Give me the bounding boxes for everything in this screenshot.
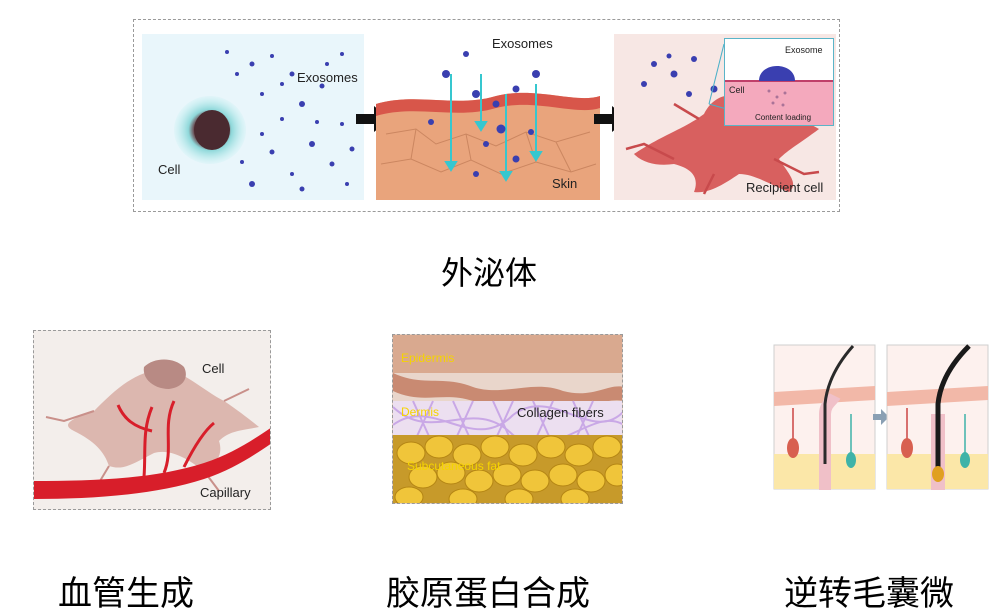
figure-collagen: Epidermis Dermis Collagen fibers Subcuta… (392, 334, 623, 504)
follicle-after-panel (886, 344, 989, 490)
label-cell-angio: Cell (202, 361, 225, 376)
figure-hair-follicle (773, 344, 989, 490)
label-recipient-cell: Recipient cell (746, 180, 824, 195)
label-collagen-fibers: Collagen fibers (517, 405, 604, 420)
label-dermis: Dermis (401, 405, 439, 419)
skin-penetration-illustration (376, 34, 600, 200)
hair-follicle-illustration (773, 344, 989, 490)
label-exosomes-2: Exosomes (492, 36, 553, 51)
cell-release-illustration (174, 50, 355, 192)
caption-angiogenesis: 血管生成 (58, 574, 194, 614)
panel-skin-penetration: Exosomes Skin (376, 34, 600, 200)
caption-exosome: 外泌体 (441, 254, 538, 292)
inset-illustration (725, 39, 833, 125)
caption-hair-follicle: 逆转毛囊微 (784, 574, 954, 614)
panel-cell-release: Exosomes Cell (142, 34, 364, 200)
inset-content-loading: Exosome Cell Content loading (724, 38, 834, 126)
collagen-illustration (393, 335, 622, 503)
inset-label-exosome: Exosome (785, 45, 823, 55)
figure-angiogenesis: Cell Capillary (33, 330, 271, 510)
label-skin: Skin (552, 176, 578, 191)
arrow-right-icon (873, 409, 889, 425)
angiogenesis-illustration (34, 359, 270, 499)
top-figure: Exosomes Cell (133, 19, 840, 212)
label-capillary: Capillary (200, 485, 251, 500)
label-exosomes-1: Exosomes (297, 70, 358, 85)
label-subcutaneous-fat: Subcutaneous fat (407, 459, 501, 473)
inset-label-content-loading: Content loading (755, 113, 812, 122)
inset-label-cell: Cell (729, 85, 745, 95)
label-epidermis: Epidermis (401, 351, 455, 365)
follicle-before-panel (773, 344, 876, 490)
panel-recipient-cell: Recipient cell Exosome Cell Content load… (614, 34, 836, 200)
label-cell-1: Cell (158, 162, 181, 177)
caption-collagen: 胶原蛋白合成 (386, 574, 590, 614)
